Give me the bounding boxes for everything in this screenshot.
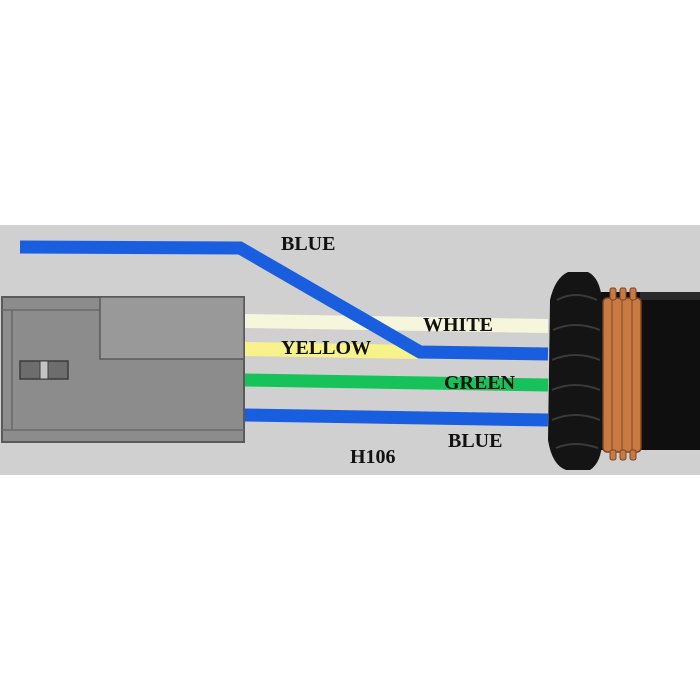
label-blue-bottom: BLUE: [448, 430, 502, 452]
part-number-label: H106: [350, 446, 396, 468]
wires: [19, 240, 549, 427]
blue-wire-top: [19, 240, 549, 361]
label-blue-top: BLUE: [281, 233, 335, 255]
copper-ring-icon: [602, 287, 642, 461]
yellow-wire: [243, 342, 421, 359]
blue-wire-bottom: [243, 408, 549, 427]
grommet-icon: [548, 272, 602, 470]
connector-icon: [1, 296, 245, 443]
green-wire: [243, 373, 549, 392]
label-green: GREEN: [444, 372, 516, 394]
white-wire: [243, 314, 549, 333]
label-yellow: YELLOW: [281, 337, 371, 359]
label-white: WHITE: [423, 314, 493, 336]
